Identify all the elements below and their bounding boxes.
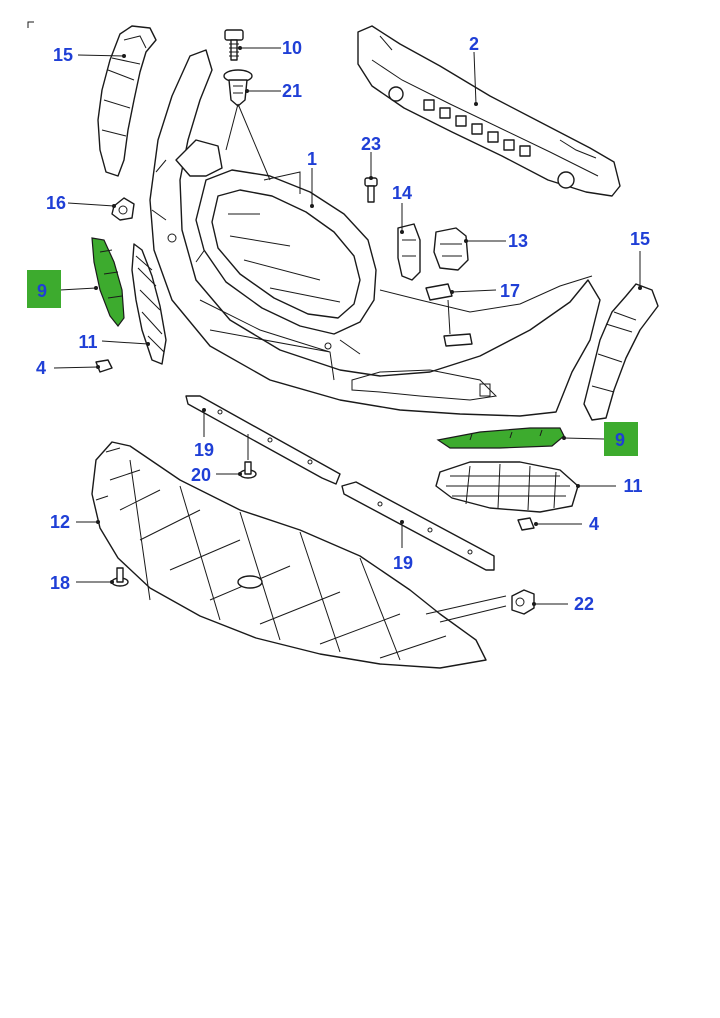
callout-4[interactable]: 4 xyxy=(36,358,46,378)
part-side-bracket-right[interactable] xyxy=(583,283,659,421)
callout-19[interactable]: 19 xyxy=(194,440,214,460)
callout-4[interactable]: 4 xyxy=(589,514,599,534)
callout-labels: 15 10 21 2 1 23 16 14 13 15 9 17 11 4 19… xyxy=(27,34,650,614)
callout-21[interactable]: 21 xyxy=(282,81,302,101)
part-undertray[interactable] xyxy=(91,441,487,669)
part-bumper-cover[interactable] xyxy=(149,49,601,417)
part-fog-grille-left[interactable] xyxy=(131,243,167,365)
callout-22[interactable]: 22 xyxy=(574,594,594,614)
part-screw-20[interactable] xyxy=(239,461,257,479)
part-fog-grille-right[interactable] xyxy=(435,461,579,513)
callout-2[interactable]: 2 xyxy=(469,34,479,54)
callout-9[interactable]: 9 xyxy=(615,430,625,450)
part-bumper-reinforcement[interactable] xyxy=(357,25,621,197)
part-tow-eye-cover[interactable] xyxy=(425,283,473,347)
callout-23[interactable]: 23 xyxy=(361,134,381,154)
part-screw-18[interactable] xyxy=(111,567,129,587)
callout-17[interactable]: 17 xyxy=(500,281,520,301)
part-clip-4-right[interactable] xyxy=(517,517,535,531)
callout-11[interactable]: 11 xyxy=(623,476,642,496)
callout-1[interactable]: 1 xyxy=(307,149,317,169)
part-deflector-right[interactable] xyxy=(436,427,565,449)
callout-15[interactable]: 15 xyxy=(53,45,73,65)
callout-9[interactable]: 9 xyxy=(37,281,47,301)
part-sensor-22[interactable] xyxy=(511,589,535,615)
callout-11[interactable]: 11 xyxy=(78,332,97,352)
corner-mark xyxy=(27,21,34,28)
part-bracket-14[interactable] xyxy=(397,223,421,281)
part-deflector-left[interactable] xyxy=(91,237,125,327)
callout-14[interactable]: 14 xyxy=(392,183,412,203)
callout-16[interactable]: 16 xyxy=(46,193,66,213)
callout-highlight-box xyxy=(604,422,638,456)
part-strip-19-upper[interactable] xyxy=(185,395,341,485)
part-side-bracket-left[interactable] xyxy=(97,25,157,177)
callout-12[interactable]: 12 xyxy=(50,512,70,532)
part-clip-16[interactable] xyxy=(111,197,135,221)
leader-lines xyxy=(53,46,642,623)
part-clip-21[interactable] xyxy=(223,69,253,107)
callout-19[interactable]: 19 xyxy=(393,553,413,573)
callout-15[interactable]: 15 xyxy=(630,229,650,249)
callout-highlight-box xyxy=(27,270,61,308)
part-grille-frame[interactable] xyxy=(175,139,377,335)
callout-10[interactable]: 10 xyxy=(282,38,302,58)
part-bracket-13[interactable] xyxy=(433,227,469,271)
part-screw-23[interactable] xyxy=(364,177,378,203)
part-bolt-10[interactable] xyxy=(224,29,244,61)
part-strip-19-lower[interactable] xyxy=(341,481,495,571)
callout-13[interactable]: 13 xyxy=(508,231,528,251)
callout-20[interactable]: 20 xyxy=(191,465,211,485)
callout-18[interactable]: 18 xyxy=(50,573,70,593)
